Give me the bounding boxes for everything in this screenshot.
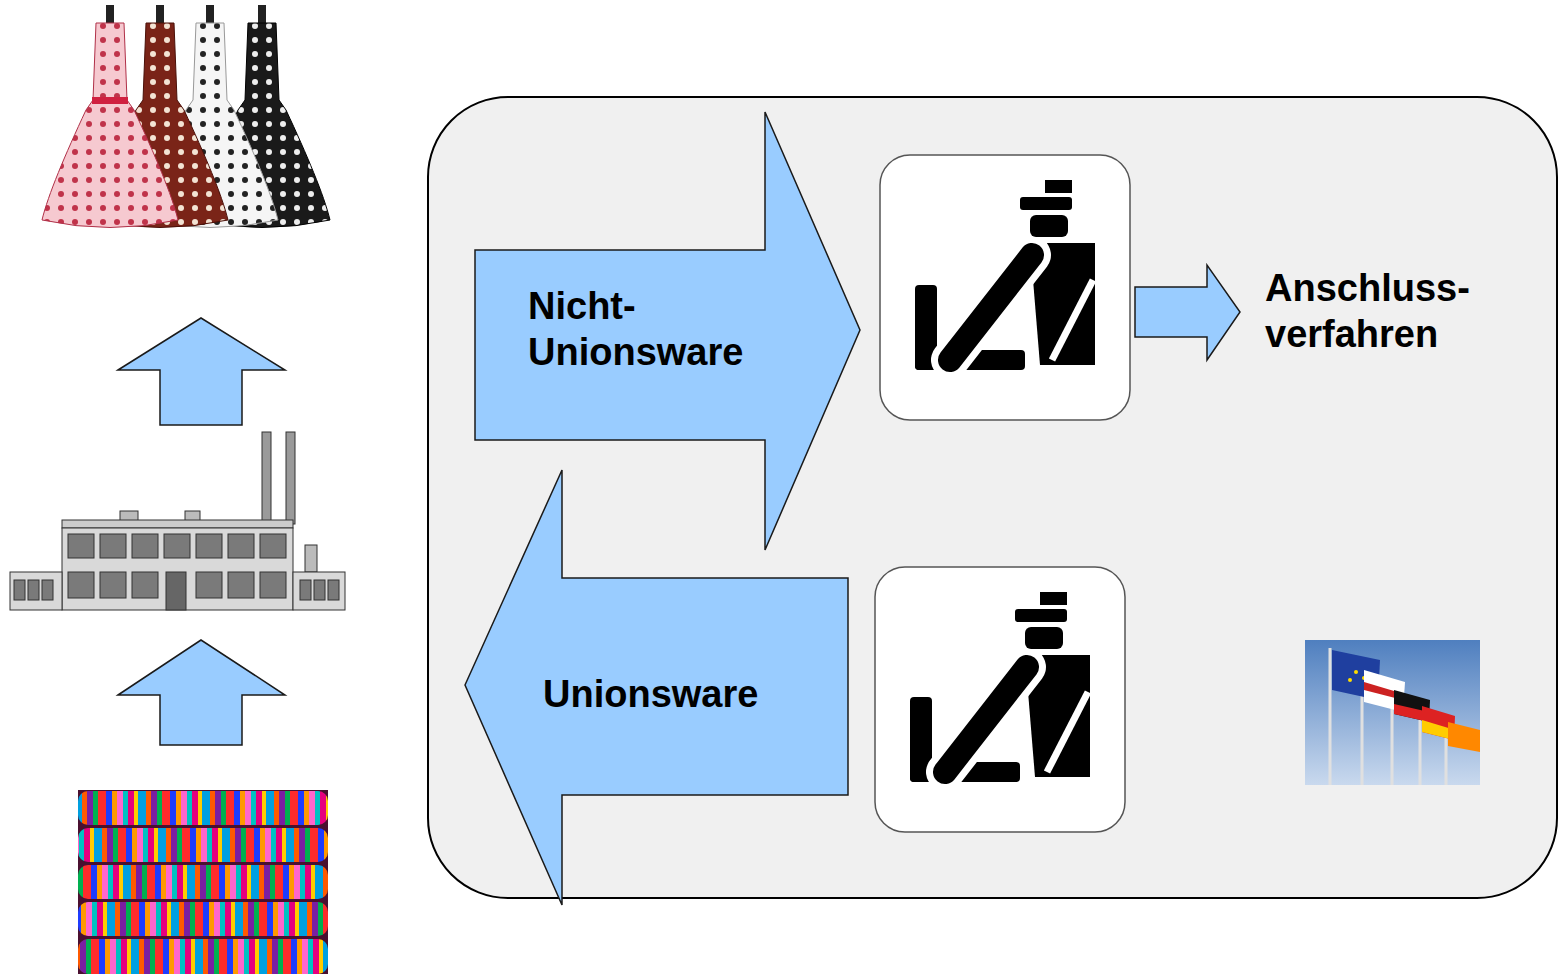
customs-officer-symbol [915, 180, 1095, 370]
arrow-shape: Nicht- Unionsware [475, 112, 860, 550]
customs-box [880, 155, 1130, 420]
eu-flags-photo [1305, 640, 1480, 785]
customs-box [875, 567, 1125, 832]
arrow-label: Unionsware [543, 672, 758, 718]
small-arrow [1135, 265, 1240, 360]
arrow-label: Nicht- Unionsware [528, 284, 743, 375]
arrow-outline-path [465, 470, 848, 905]
fabric-photo [78, 790, 328, 974]
dresses-photo [42, 5, 330, 228]
procedure-label: Anschluss- verfahren [1265, 266, 1470, 357]
up-arrow [118, 318, 285, 425]
arrow-outline-path [475, 112, 860, 550]
customs-officer-symbol [910, 592, 1090, 782]
arrow-shape: Unionsware [465, 470, 860, 905]
factory-icon [10, 432, 345, 610]
up-arrow [118, 640, 285, 745]
